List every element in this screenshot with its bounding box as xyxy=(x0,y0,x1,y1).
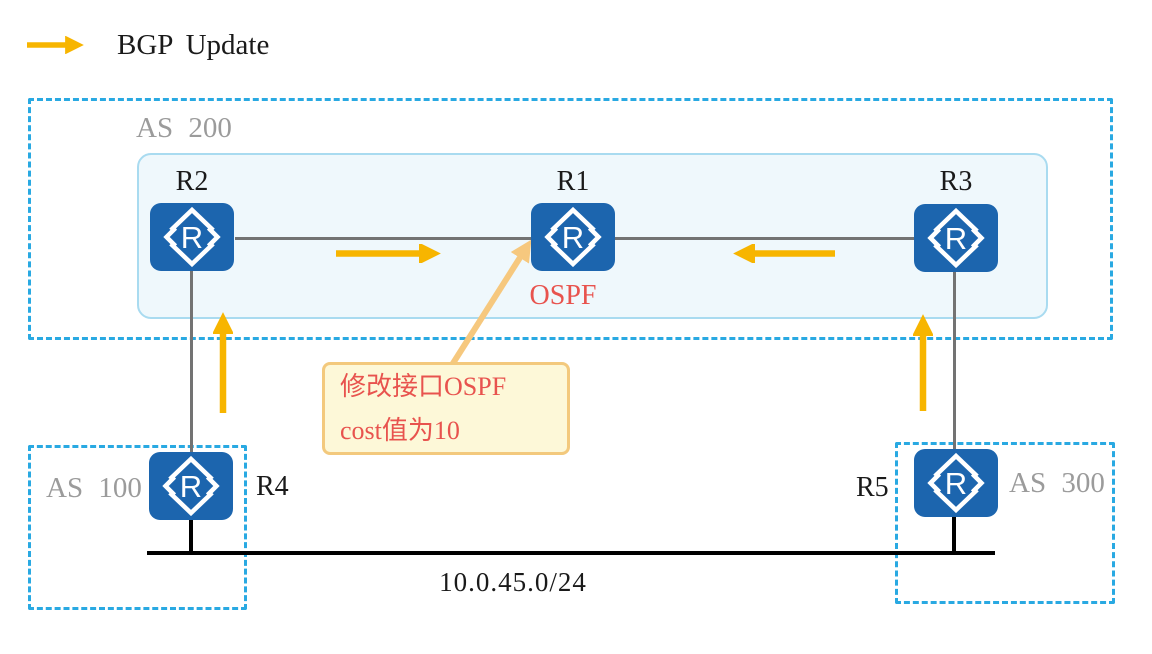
callout-note-line2: cost值为10 xyxy=(340,416,460,445)
bgp-arrow-r2-to-r1-icon xyxy=(336,244,441,263)
bgp-arrow-r4-to-r2-icon xyxy=(213,312,233,413)
network-segment-line xyxy=(147,551,995,555)
router-glyph-r5: R xyxy=(945,466,967,501)
router-icon-r4: R xyxy=(149,452,233,520)
router-glyph-r1: R xyxy=(562,220,584,255)
bgp-arrow-r5-to-r3-icon xyxy=(913,314,933,411)
link-r4-segment xyxy=(189,517,193,553)
as100-label: AS 100 xyxy=(46,472,142,504)
router-label-r2: R2 xyxy=(175,166,209,197)
link-r5-segment xyxy=(952,514,956,553)
router-glyph-r4: R xyxy=(180,469,202,504)
legend-bgp-arrow-icon xyxy=(27,36,84,54)
router-icon-r1: R xyxy=(531,203,615,271)
as100-boundary-box xyxy=(28,445,247,610)
link-r3-r5 xyxy=(953,270,956,451)
link-r2-r4 xyxy=(190,270,193,454)
router-label-r4: R4 xyxy=(256,471,289,502)
router-label-r3: R3 xyxy=(939,166,973,197)
router-icon-r2: R xyxy=(150,203,234,271)
as300-boundary-box xyxy=(895,442,1115,604)
router-glyph-r2: R xyxy=(181,220,203,255)
bgp-arrow-r3-to-r1-icon xyxy=(733,244,835,263)
router-icon-r3: R xyxy=(914,204,998,272)
router-label-r5: R5 xyxy=(856,472,889,503)
callout-note-box xyxy=(322,362,570,455)
router-glyph-r3: R xyxy=(945,221,967,256)
callout-note-line1: 修改接口OSPF xyxy=(340,372,507,401)
router-label-r1: R1 xyxy=(556,166,590,197)
ospf-label: OSPF xyxy=(529,280,597,311)
as200-label: AS 200 xyxy=(136,112,232,144)
callout-connector-arrow-icon xyxy=(447,239,532,370)
as200-boundary-box xyxy=(28,98,1113,340)
network-segment-label: 10.0.45.0/24 xyxy=(439,567,587,597)
legend-bgp-update-label: BGP Update xyxy=(117,29,270,61)
as300-label: AS 300 xyxy=(1009,467,1105,499)
router-icon-r5: R xyxy=(914,449,998,517)
